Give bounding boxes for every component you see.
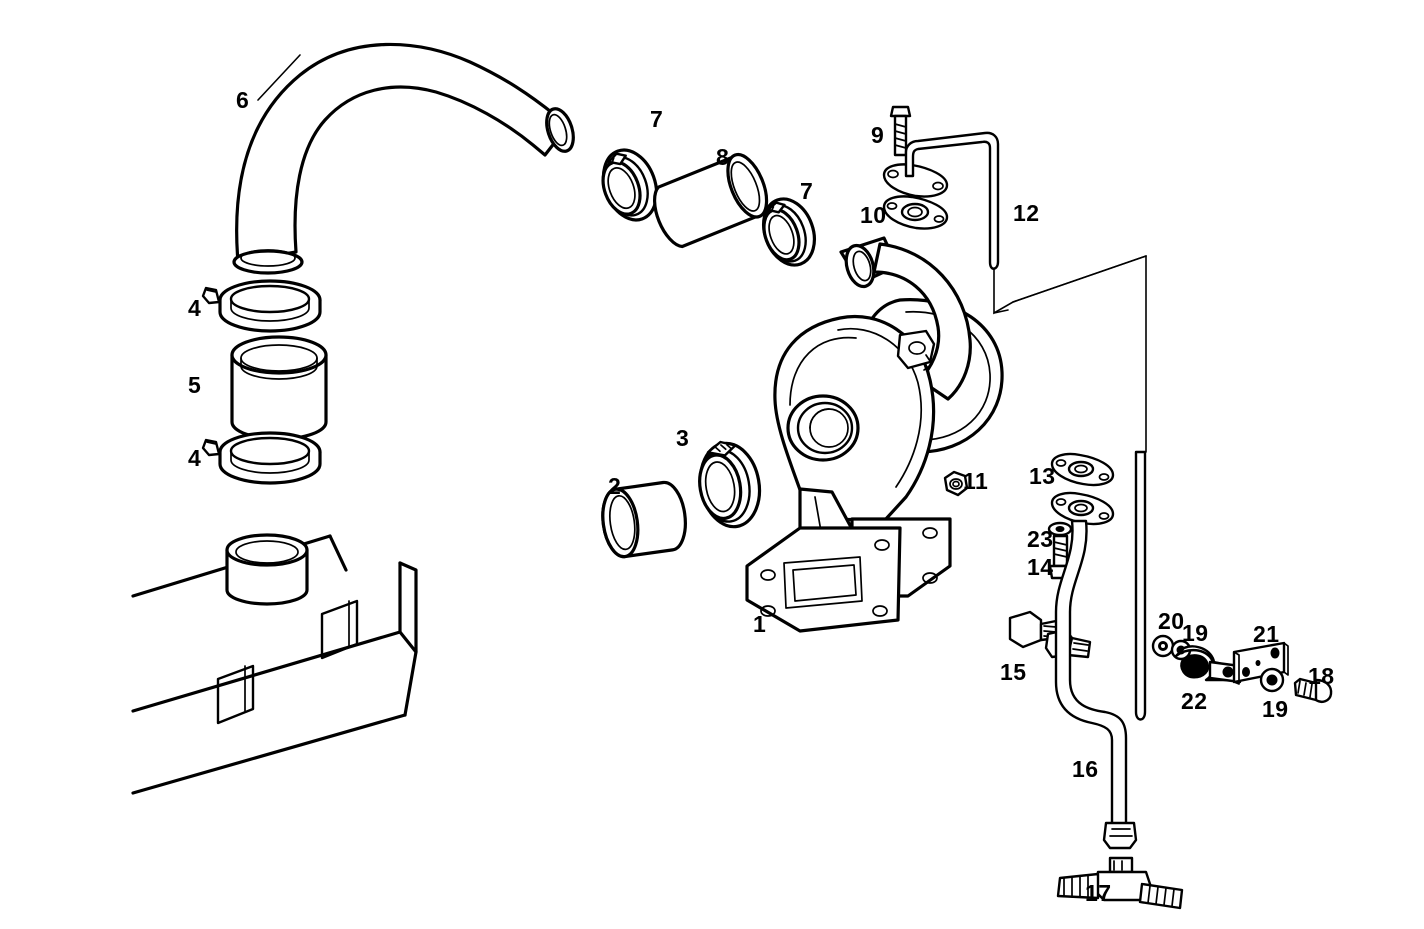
part-6-intake-elbow-pipe [232, 42, 575, 275]
callout-3: 3 [676, 425, 690, 451]
part-13-oil-return-gasket [1050, 452, 1115, 487]
callout-19-lower: 19 [1262, 696, 1289, 722]
part-2-inlet-hose [601, 480, 687, 559]
callout-17: 17 [1085, 880, 1112, 906]
callout-7-lower: 7 [800, 178, 814, 204]
callout-1: 1 [753, 611, 767, 637]
part-11-lock-nut [943, 470, 969, 497]
callout-19-upper: 19 [1182, 620, 1209, 646]
callout-2: 2 [608, 473, 622, 499]
part-1-turbocharger-assembly [745, 236, 1004, 633]
part-23-washer [1047, 521, 1073, 537]
engine-block [131, 533, 418, 795]
callout-21: 21 [1253, 621, 1280, 647]
part-10-oil-feed-gasket [882, 163, 949, 230]
leader-lines [257, 54, 1147, 453]
callout-20: 20 [1158, 608, 1185, 634]
part-4-clamp-upper [201, 279, 322, 333]
part-7-clamp-lower [762, 197, 816, 267]
part-16-oil-return-pipe [1054, 450, 1147, 850]
callout-8: 8 [716, 144, 730, 170]
callout-16: 16 [1072, 756, 1099, 782]
callout-22: 22 [1181, 688, 1208, 714]
callout-13: 13 [1029, 463, 1056, 489]
callout-5: 5 [188, 372, 202, 398]
part-3-clamp-compressor-inlet [698, 440, 762, 529]
part-4-clamp-lower [201, 431, 322, 485]
part-17-tee-fitting [1056, 856, 1184, 910]
part-22-pipe-clip [1174, 645, 1242, 684]
part-13-oil-return-flange-lower [1050, 491, 1115, 526]
callout-18: 18 [1308, 663, 1335, 689]
part-8-hose-sleeve [653, 152, 769, 249]
part-7-clamp-upper [601, 148, 659, 222]
callout-12: 12 [1013, 200, 1040, 226]
part-19-washer-lower [1259, 667, 1285, 693]
callout-10: 10 [860, 202, 887, 228]
part-20-washer [1151, 634, 1175, 658]
callout-4-lower: 4 [188, 445, 202, 471]
part-15-union-fitting [1008, 610, 1092, 659]
callout-4-upper: 4 [188, 295, 202, 321]
callout-9: 9 [871, 122, 885, 148]
part-5-connector-sleeve [230, 335, 328, 441]
callout-11: 11 [963, 468, 989, 494]
callout-23: 23 [1027, 526, 1054, 552]
callout-15: 15 [1000, 659, 1027, 685]
callout-14: 14 [1027, 554, 1054, 580]
callout-7-upper: 7 [650, 106, 664, 132]
callout-6: 6 [236, 87, 250, 113]
part-18-bolt [1293, 677, 1333, 703]
